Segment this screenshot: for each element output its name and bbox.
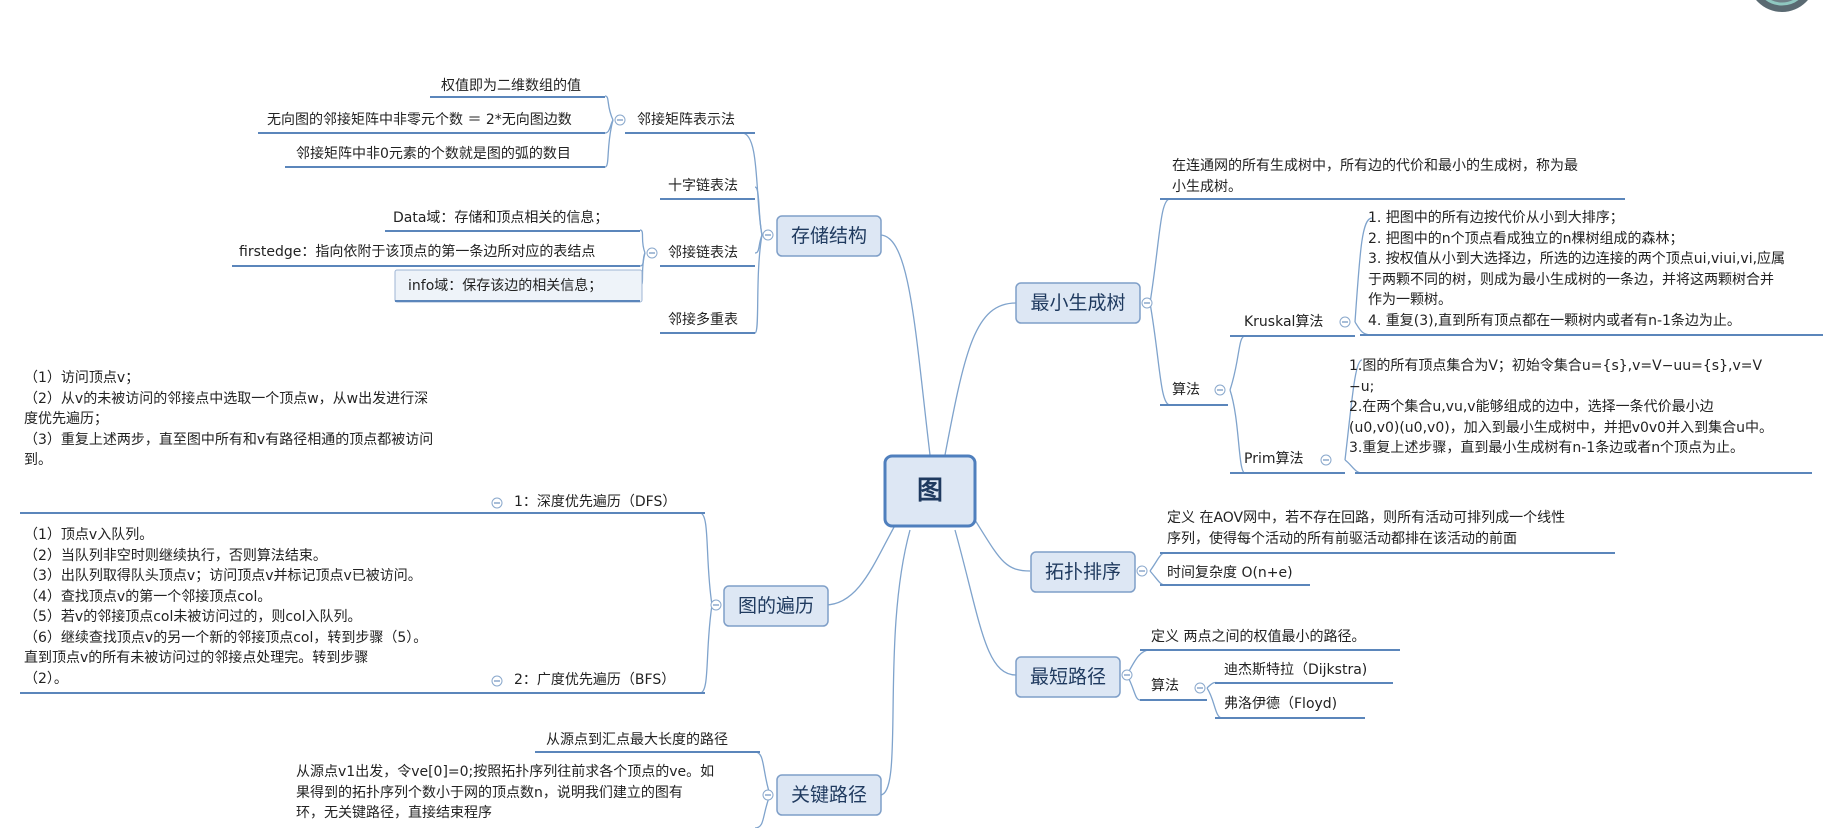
shortest-algo-label[interactable]: 算法	[1151, 678, 1179, 694]
shortest-definition[interactable]: 定义 两点之间的权值最小的路径。	[1151, 629, 1366, 645]
adj-matrix-note-1[interactable]: 权值即为二维数组的值	[441, 78, 581, 94]
kruskal-text[interactable]: 1. 把图中的所有边按代价从小到大排序； 2. 把图中的n个顶点看成独立的n棵树…	[1368, 210, 1786, 329]
floyd-label[interactable]: 弗洛伊德（Floyd)	[1224, 696, 1338, 712]
adj-matrix-note-2[interactable]: 无向图的邻接矩阵中非零元个数 ＝ 2*无向图边数	[267, 112, 572, 128]
topo-definition[interactable]: 定义 在AOV网中，若不存在回路，则所有活动可排列成一个线性 序列，使得每个活动…	[1167, 510, 1566, 547]
prim-text[interactable]: 1.图的所有顶点集合为V；初始令集合u={s},v=V−uu={s},v=V −…	[1349, 358, 1773, 456]
link-root-storage	[879, 234, 931, 456]
adj-list-note-1[interactable]: Data域：存储和顶点相关的信息；	[393, 210, 609, 226]
toggle-bfs-icon[interactable]	[491, 675, 503, 687]
shortest-topic[interactable]: 最短路径	[1029, 666, 1106, 688]
dijkstra-label[interactable]: 迪杰斯特拉（Dijkstra)	[1224, 662, 1368, 678]
adj-list-note-3[interactable]: info域：保存该边的相关信息；	[408, 278, 603, 294]
traversal-topic[interactable]: 图的遍历	[737, 595, 814, 617]
link-root-traversal	[824, 519, 899, 606]
orthogonal-list-label[interactable]: 十字链表法	[668, 178, 738, 194]
bfs-text[interactable]: （1）顶点v入队列。 （2）当队列非空时则继续执行，否则算法结束。 （3）出队列…	[24, 527, 428, 687]
toggle-adj-matrix-icon[interactable]	[614, 114, 626, 126]
adj-list-note-2[interactable]: firstedge：指向依附于该顶点的第一条边所对应的表结点	[239, 244, 596, 260]
link-root-critical	[879, 529, 911, 796]
link-root-mst	[944, 302, 1017, 456]
dfs-label[interactable]: 1：深度优先遍历（DFS）	[514, 494, 677, 510]
adj-matrix-note-3[interactable]: 邻接矩阵中非0元素的个数就是图的弧的数目	[296, 146, 571, 162]
dfs-text[interactable]: （1）访问顶点v； （2）从v的未被访问的邻接点中选取一个顶点w，从w出发进行深…	[24, 370, 434, 468]
toggle-kruskal-icon[interactable]	[1339, 316, 1351, 328]
mst-algo-label[interactable]: 算法	[1172, 382, 1200, 398]
adj-matrix-label[interactable]: 邻接矩阵表示法	[637, 112, 735, 128]
storage-topic-box[interactable]	[776, 215, 882, 257]
mst-topic-box[interactable]	[1015, 282, 1141, 324]
critical-algorithm[interactable]: 从源点v1出发，令ve[0]=0;按照拓扑序列往前求各个顶点的ve。如 果得到的…	[296, 764, 715, 821]
prim-label[interactable]: Prim算法	[1244, 451, 1304, 467]
critical-topic-box[interactable]	[776, 774, 882, 816]
link-root-shortest	[954, 529, 1017, 676]
toggle-mst-algo-icon[interactable]	[1214, 384, 1226, 396]
toggle-dfs-icon[interactable]	[491, 497, 503, 509]
toggle-topo-icon[interactable]	[1136, 565, 1148, 577]
toggle-mst-icon[interactable]	[1141, 297, 1153, 309]
multilist-label[interactable]: 邻接多重表	[668, 312, 738, 328]
mst-topic[interactable]: 最小生成树	[1030, 292, 1126, 314]
mst-definition[interactable]: 在连通网的所有生成树中，所有边的代价和最小的生成树，称为最 小生成树。	[1172, 158, 1578, 195]
traversal-topic-box[interactable]	[723, 585, 829, 627]
bfs-label[interactable]: 2：广度优先遍历（BFS）	[514, 672, 676, 688]
corner-circle-icon	[1756, 0, 1808, 12]
toggle-critical-icon[interactable]	[762, 789, 774, 801]
topo-topic-box[interactable]	[1030, 551, 1136, 593]
toggle-traversal-icon[interactable]	[710, 599, 722, 611]
adj-list-label[interactable]: 邻接链表法	[668, 245, 738, 261]
link-root-topo	[974, 519, 1031, 572]
toggle-storage-icon[interactable]	[762, 229, 774, 241]
toggle-adj-list-icon[interactable]	[646, 247, 658, 259]
toggle-shortest-algo-icon[interactable]	[1194, 682, 1206, 694]
root-topic-box[interactable]	[883, 454, 977, 528]
critical-topic[interactable]: 关键路径	[790, 784, 867, 806]
kruskal-label[interactable]: Kruskal算法	[1244, 314, 1324, 330]
topo-complexity[interactable]: 时间复杂度 O(n+e)	[1167, 565, 1293, 581]
topo-topic[interactable]: 拓扑排序	[1044, 561, 1121, 583]
critical-definition[interactable]: 从源点到汇点最大长度的路径	[546, 732, 728, 748]
toggle-prim-icon[interactable]	[1320, 454, 1332, 466]
storage-topic[interactable]: 存储结构	[790, 225, 867, 247]
toggle-shortest-icon[interactable]	[1121, 669, 1133, 681]
shortest-topic-box[interactable]	[1015, 656, 1121, 698]
root-topic[interactable]: 图	[916, 476, 943, 506]
